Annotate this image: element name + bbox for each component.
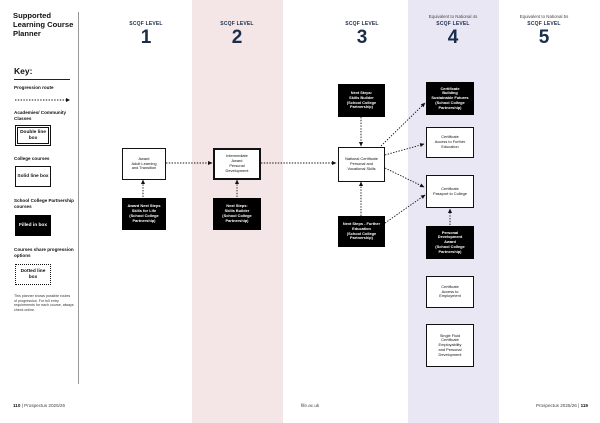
key-double-box: Double line box [15,125,51,146]
course-personal-development-award: Personal Development Award (School Colle… [426,226,474,259]
level-1-label: SCQF LEVEL [129,21,163,27]
key-note: This planner shows possible routes of pr… [14,294,74,312]
course-personal-development-award-text: Personal Development Award (School Colle… [435,229,465,254]
course-certificate-passport-text: Certificate Passport to College [433,185,467,196]
sidebar-divider [78,12,79,384]
key-divider [14,79,70,80]
level-3-number: 3 [356,27,368,48]
level-5-number: 5 [538,27,550,48]
course-intermediate-award-text: Intermediate Award Personal Development [225,153,249,173]
key-progression-arrow-icon [15,98,70,102]
key-dotted-box: Dotted line box [15,264,51,285]
footer-left: 110 | Prospectus 2025/26 [13,403,66,408]
course-certificate-access-fe: Certificate Access to Further Education [426,127,474,158]
key-filled-box: Filled in box [15,215,51,236]
key-academies-label: Academies/ Community Classes [14,110,67,121]
course-award-adult-learning: Award Adult Learning and Transition [122,148,166,180]
course-next-steps-further-education-text: Next Steps - Further Education (School C… [342,220,381,241]
course-single-fluid-certificate: Single Fluid Certificate Employability a… [426,324,474,367]
key-heading: Key: [14,66,33,76]
footer-left-page: 110 [13,403,21,408]
key-partnership-label: School College Partnership courses [14,198,74,209]
level-2-label: SCQF LEVEL [220,21,254,27]
page-title: Supported Learning Course Planner [13,11,74,38]
level-5-label: SCQF LEVEL [527,21,561,27]
footer-center[interactable]: fife.ac.uk [300,403,320,408]
footer-right: Prospectus 2025/26 | 119 [535,403,588,408]
key-college-label: College courses [14,156,50,161]
footer-left-text: Prospectus 2025/26 [24,403,66,408]
course-next-steps-skills-life-text: Award Next Steps Skills for Life (School… [127,203,161,223]
footer-right-page: 119 [580,403,588,408]
key-progression-label: Progression route [14,85,54,90]
course-certificate-passport: Certificate Passport to College [426,175,474,208]
level-2-number: 2 [231,27,243,48]
course-certificate-access-employment-text: Certificate Access to Employment [439,283,461,299]
course-certificate-building-futures-text: Certificate Building Sustainable Futures… [431,85,469,110]
course-next-steps-skills-builder-l2: Next Steps: Skills Builder (School Colle… [213,198,261,230]
course-next-steps-skills-builder-l3: Next Steps: Skills Builder (School Colle… [338,84,385,117]
key-solid-box: Solid line box [15,166,51,187]
footer-right-text: Prospectus 2025/26 [535,403,577,408]
course-award-adult-learning-text: Award Adult Learning and Transition [131,155,157,171]
course-certificate-access-fe-text: Certificate Access to Further Education [434,134,466,149]
level-4-equiv: Equivalent to National 4s [428,14,478,19]
level-4-label: SCQF LEVEL [436,21,470,27]
course-next-steps-further-education: Next Steps - Further Education (School C… [338,216,385,247]
level-3-label: SCQF LEVEL [345,21,379,27]
course-next-steps-skills-builder-l3-text: Next Steps: Skills Builder (School Colle… [346,89,377,110]
course-certificate-building-futures: Certificate Building Sustainable Futures… [426,82,474,115]
course-single-fluid-certificate-text: Single Fluid Certificate Employability a… [438,332,462,357]
course-intermediate-award: Intermediate Award Personal Development [213,148,261,180]
level-1-number: 1 [140,27,152,48]
course-national-certificate: National Certificate Personal and Vocati… [338,147,385,182]
course-national-certificate-text: National Certificate Personal and Vocati… [345,156,378,171]
level-5-equiv: Equivalent to National 5s [519,14,569,19]
course-next-steps-skills-builder-l2-text: Next Steps: Skills Builder (School Colle… [222,203,252,223]
course-certificate-access-employment: Certificate Access to Employment [426,276,474,308]
course-next-steps-skills-life: Award Next Steps Skills for Life (School… [122,198,166,230]
key-shared-label: Courses share progression options [14,247,74,258]
level-4-number: 4 [447,27,459,48]
